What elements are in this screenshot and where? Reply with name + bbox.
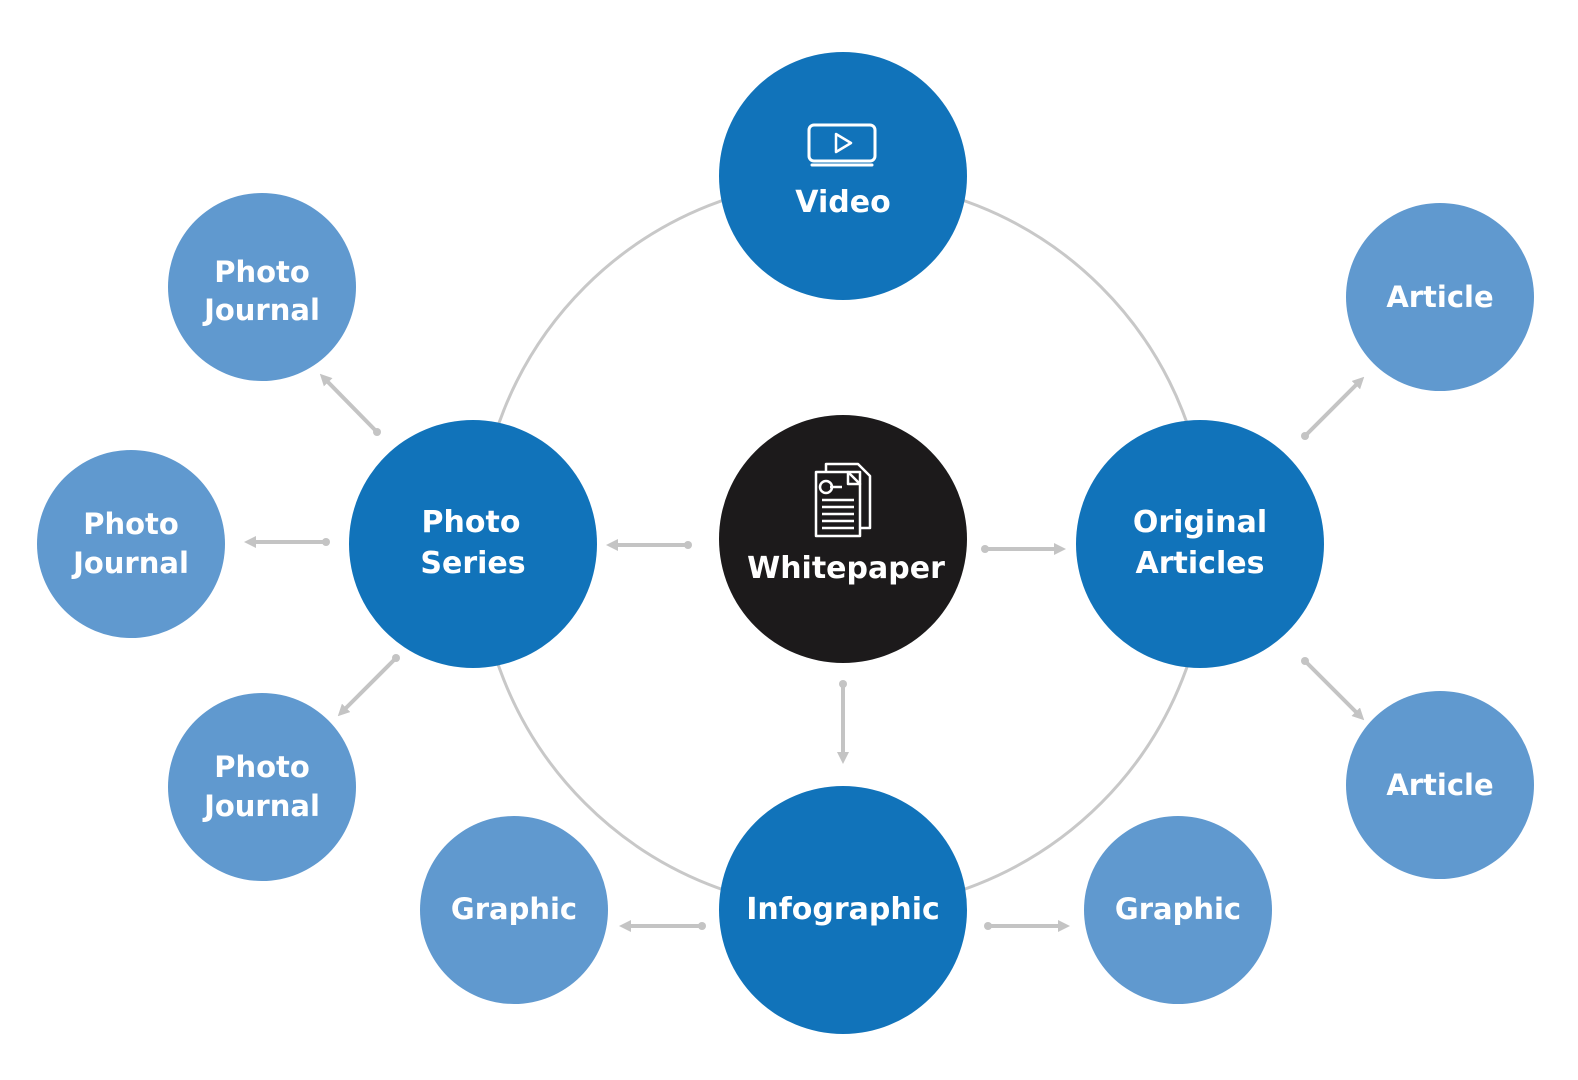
node-circle [1084, 816, 1272, 1004]
connector-photo-series-journal-1 [319, 373, 381, 436]
node-circle [1076, 420, 1324, 668]
node-label-line2: Journal [71, 546, 189, 580]
node-photo-journal-1: Photo Journal [168, 193, 356, 381]
node-graphic-1: Graphic [420, 816, 608, 1004]
node-circle [420, 816, 608, 1004]
node-circle [168, 693, 356, 881]
node-circle [349, 420, 597, 668]
node-label-line2: Journal [202, 293, 320, 327]
node-photo-series: Photo Series [349, 420, 597, 668]
node-label-line1: Photo [214, 255, 310, 289]
node-original-articles: Original Articles [1076, 420, 1324, 668]
node-photo-journal-2: Photo Journal [37, 450, 225, 638]
node-infographic: Infographic [719, 786, 967, 1034]
video-play-icon [807, 123, 877, 167]
node-article-1: Article [1346, 203, 1534, 391]
connector-original-articles-article-1 [1301, 376, 1365, 440]
node-label-line2: Journal [202, 789, 320, 823]
node-circle [1346, 203, 1534, 391]
node-article-2: Article [1346, 691, 1534, 879]
node-label-line1: Photo [214, 750, 310, 784]
node-circle [719, 52, 967, 300]
node-circle [719, 415, 967, 663]
node-label: Infographic [746, 892, 940, 927]
node-label: Graphic [451, 892, 577, 926]
document-icon [814, 462, 872, 538]
connectors [244, 373, 1365, 932]
node-label: Graphic [1115, 892, 1241, 926]
node-label: Article [1386, 768, 1493, 802]
node-circle [719, 786, 967, 1034]
node-label-line1: Photo [83, 507, 179, 541]
node-label: Video [795, 185, 890, 220]
node-whitepaper: Whitepaper [719, 415, 967, 663]
node-photo-journal-3: Photo Journal [168, 693, 356, 881]
node-label: Whitepaper [747, 551, 945, 586]
node-label-line2: Series [420, 546, 525, 581]
node-label-line1: Photo [422, 505, 521, 540]
connector-original-articles-article-2 [1301, 657, 1365, 721]
node-graphic-2: Graphic [1084, 816, 1272, 1004]
node-video: Video [719, 52, 967, 300]
connector-photo-series-journal-3 [337, 654, 400, 717]
node-circle [37, 450, 225, 638]
node-label-line2: Articles [1136, 546, 1265, 581]
node-circle [1346, 691, 1534, 879]
node-label-line1: Original [1133, 505, 1267, 540]
node-label: Article [1386, 280, 1493, 314]
node-circle [168, 193, 356, 381]
